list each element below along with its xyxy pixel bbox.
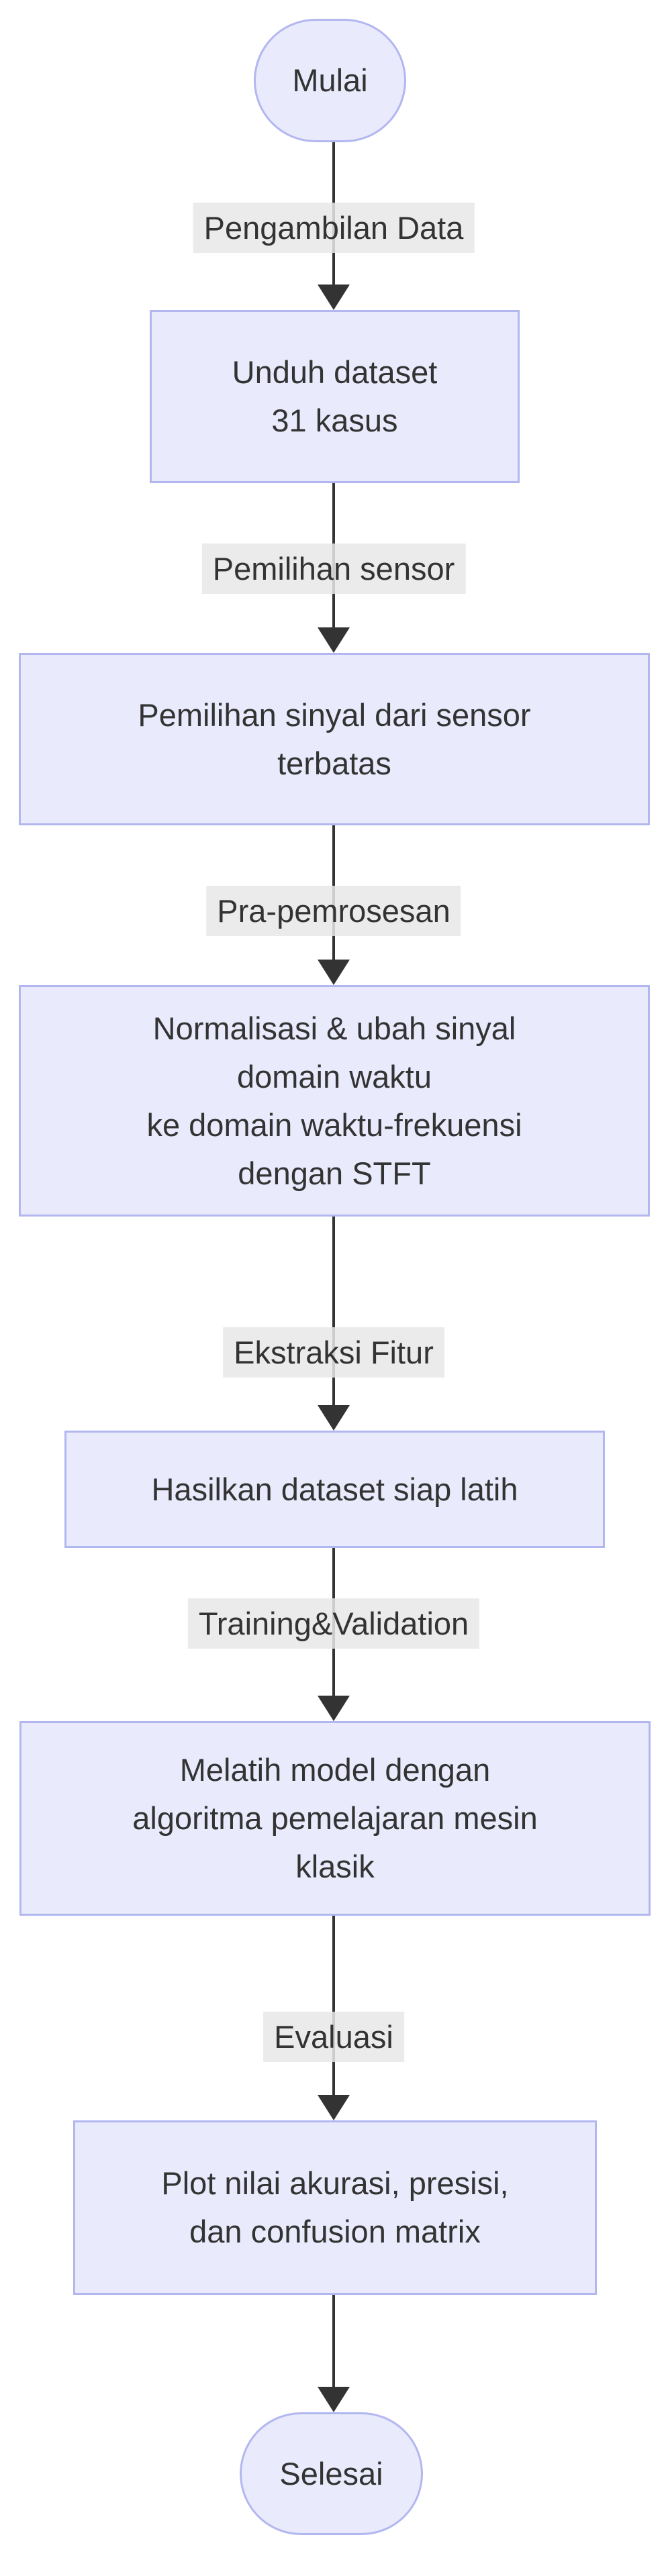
flow-node-plot-evaluasi: Plot nilai akurasi, presisi, dan confusi… xyxy=(73,2120,597,2295)
flow-node-normalisasi-stft: Normalisasi & ubah sinyal domain waktu k… xyxy=(19,985,650,1217)
arrow-line-7 xyxy=(332,2295,335,2389)
arrow-head-4 xyxy=(318,1405,350,1431)
edge-label-training-validation: Training&Validation xyxy=(187,1598,480,1649)
flow-node-pemilihan-sinyal: Pemilihan sinyal dari sensor terbatas xyxy=(19,653,650,825)
arrow-head-5 xyxy=(318,1696,350,1721)
flow-node-melatih-model: Melatih model dengan algoritma pemelajar… xyxy=(19,1721,651,1916)
flow-node-hasilkan-dataset: Hasilkan dataset siap latih xyxy=(64,1431,605,1548)
edge-label-pra-pemrosesan: Pra-pemrosesan xyxy=(206,886,461,936)
arrow-line-6 xyxy=(332,1916,335,2098)
flow-node-selesai: Selesai xyxy=(240,2412,423,2535)
flow-node-mulai: Mulai xyxy=(254,19,406,142)
arrow-head-6 xyxy=(318,2095,350,2120)
edge-label-pengambilan-data: Pengambilan Data xyxy=(193,203,475,253)
flow-node-unduh-dataset: Unduh dataset 31 kasus xyxy=(150,310,520,483)
edge-label-pemilihan-sensor: Pemilihan sensor xyxy=(201,544,466,594)
arrow-line-4 xyxy=(332,1217,335,1408)
arrow-head-2 xyxy=(318,627,350,653)
edge-label-evaluasi: Evaluasi xyxy=(263,2012,404,2062)
arrow-head-3 xyxy=(318,960,350,985)
edge-label-ekstraksi-fitur: Ekstraksi Fitur xyxy=(223,1327,444,1378)
arrow-head-7 xyxy=(318,2387,350,2412)
arrow-head-1 xyxy=(318,285,350,310)
